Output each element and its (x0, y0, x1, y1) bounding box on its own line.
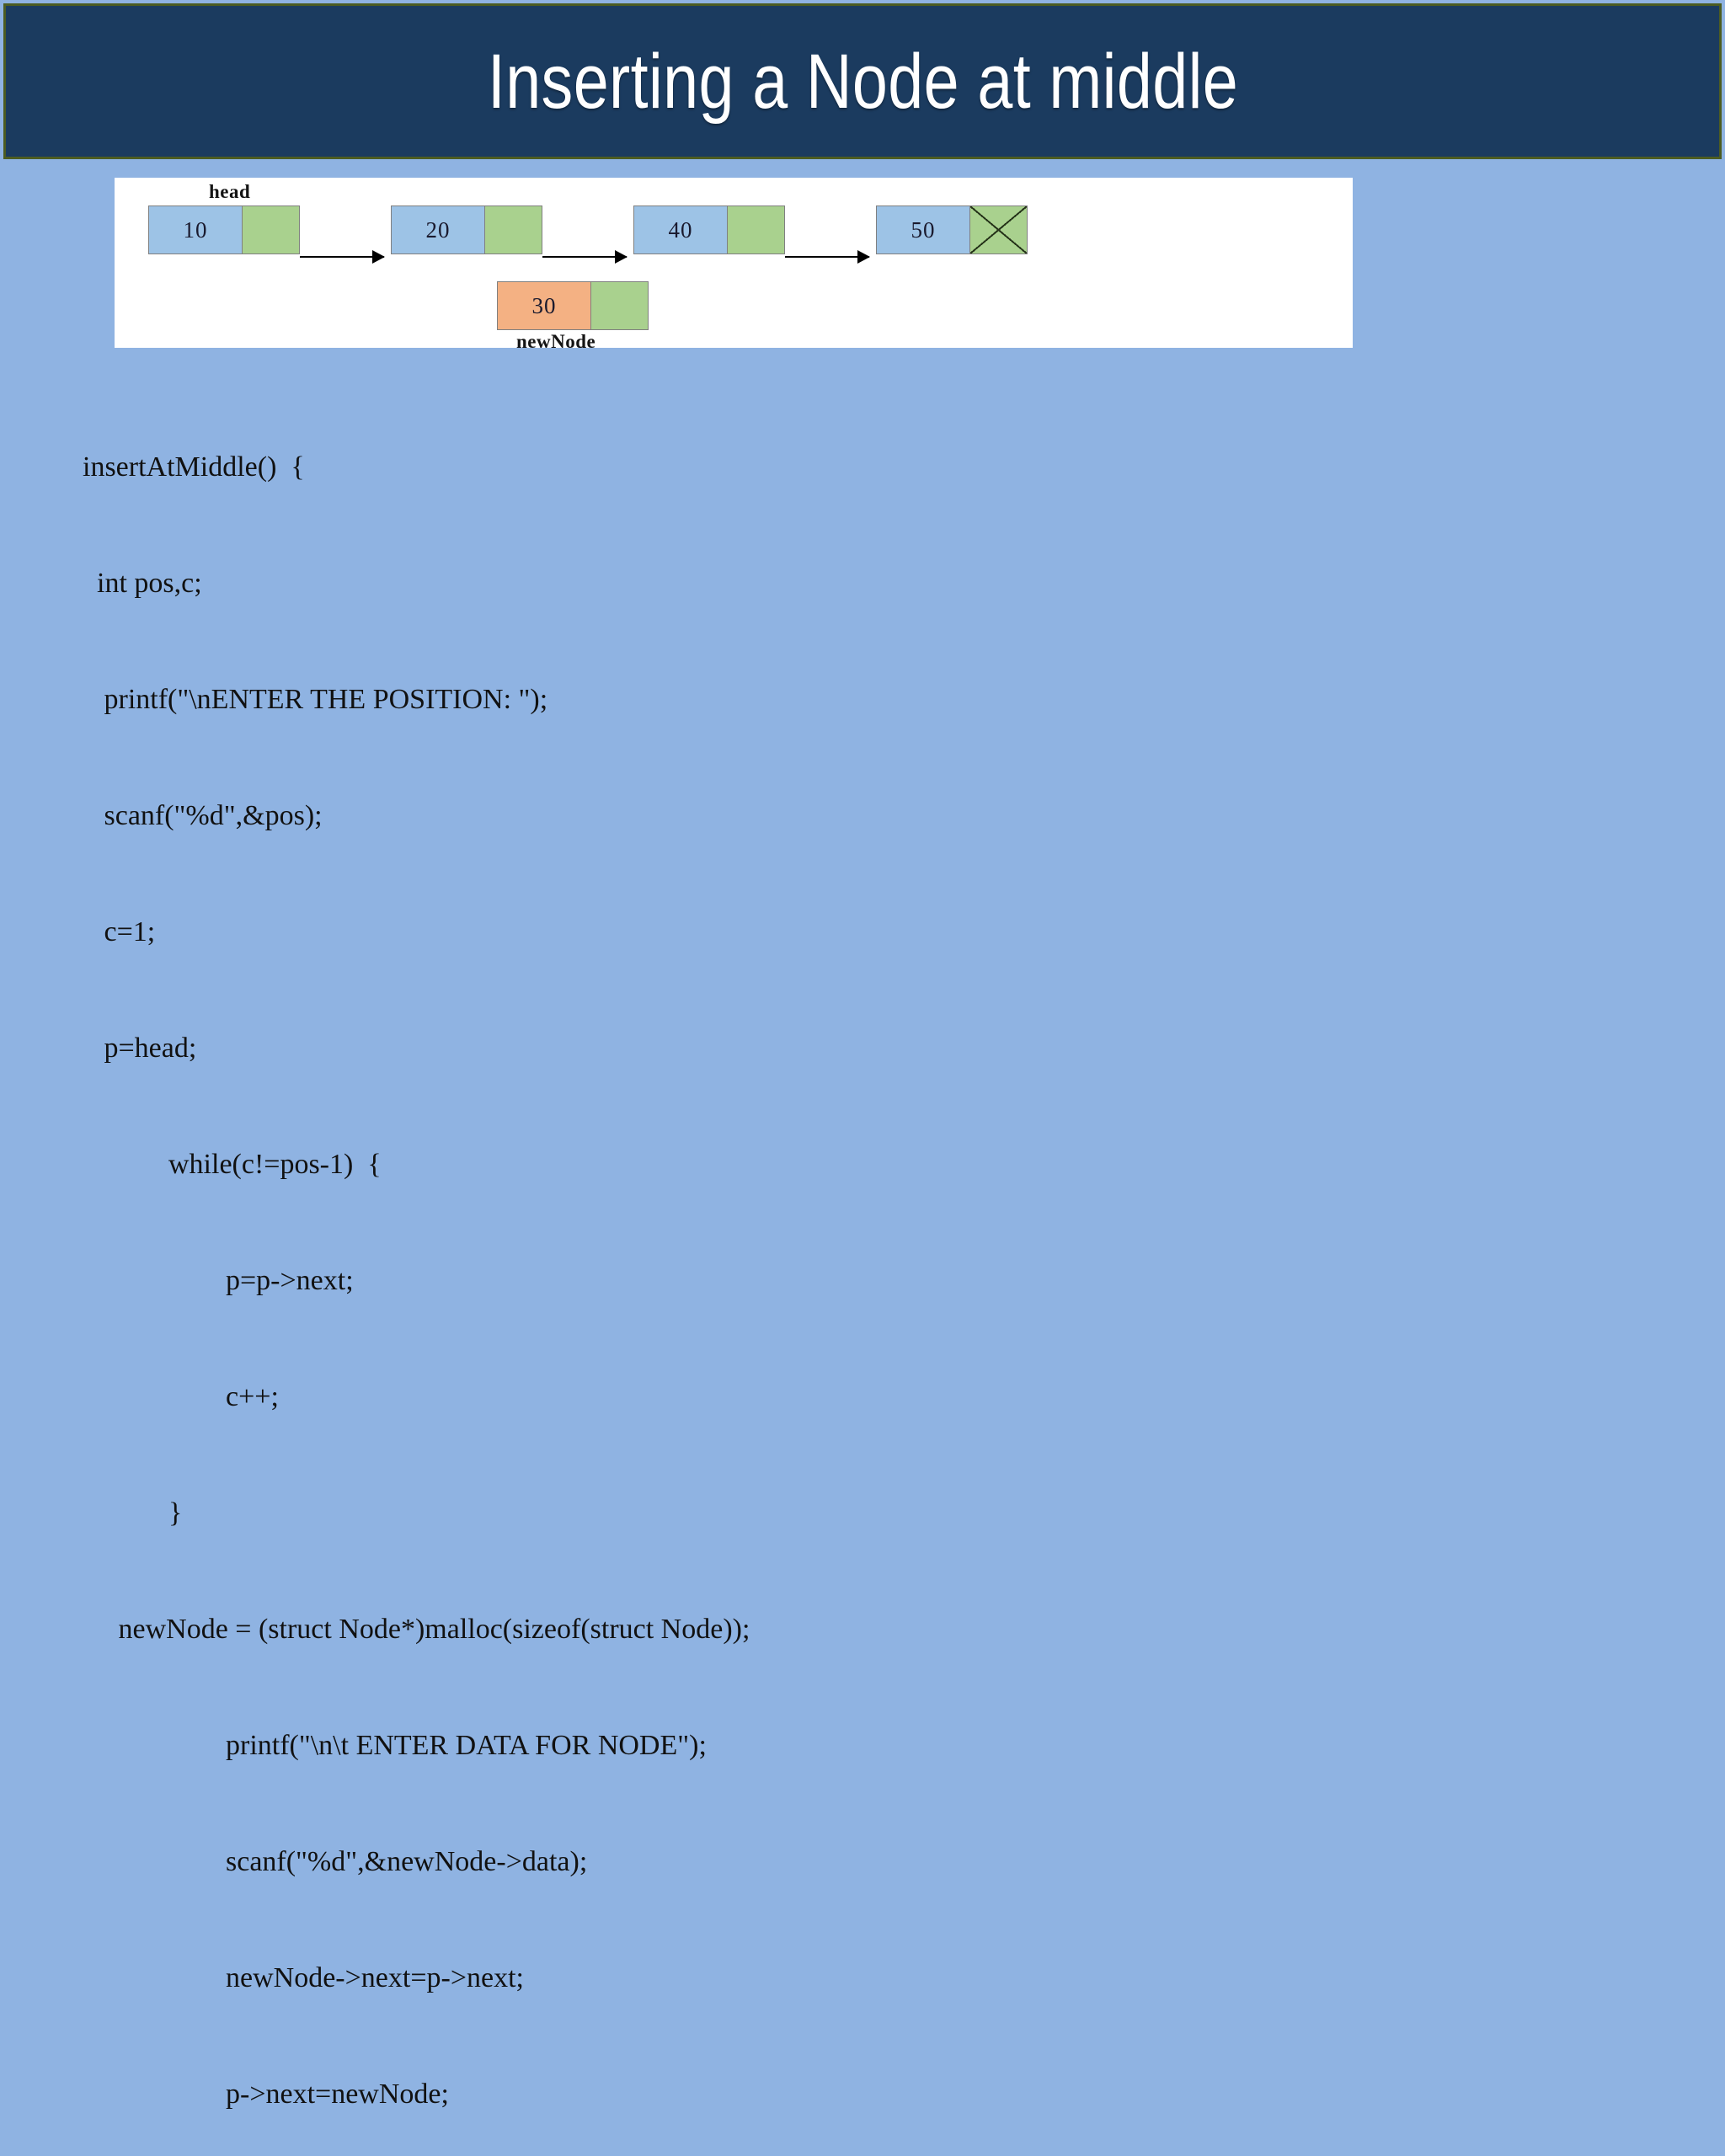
code-line: printf("\nENTER THE POSITION: "); (83, 684, 548, 715)
code-line: int pos,c; (83, 568, 202, 599)
code-line: scanf("%d",&newNode->data); (83, 1846, 588, 1877)
node-data-cell: 10 (148, 205, 243, 254)
code-line: } (83, 1497, 183, 1529)
list-node: 20 (391, 205, 542, 254)
code-line: newNode->next=p->next; (83, 1962, 524, 1993)
new-node-label: newNode (516, 331, 596, 352)
code-listing: insertAtMiddle() { int pos,c; printf("\n… (83, 371, 1346, 2156)
code-line: c++; (83, 1381, 279, 1412)
node-next-cell (728, 205, 785, 254)
list-node-tail: 50 (876, 205, 1028, 254)
code-line: p=head; (83, 1033, 197, 1064)
slide-root: Inserting a Node at middle head 10 20 40… (3, 3, 1722, 2110)
list-node: 10 (148, 205, 300, 254)
node-next-cell (485, 205, 542, 254)
page-title: Inserting a Node at middle (487, 38, 1238, 125)
node-data-cell: 50 (876, 205, 970, 254)
code-line: p=p->next; (83, 1265, 354, 1296)
node-null-pointer-icon (970, 205, 1028, 254)
new-node-data-cell: 30 (497, 281, 591, 330)
code-line: newNode = (struct Node*)malloc(sizeof(st… (83, 1614, 750, 1645)
code-line: c=1; (83, 916, 156, 947)
next-arrow (300, 250, 385, 264)
next-arrow (785, 250, 870, 264)
slide-title-bar: Inserting a Node at middle (3, 3, 1722, 159)
list-node: 40 (633, 205, 785, 254)
new-node-next-cell (591, 281, 649, 330)
linked-list-diagram: head 10 20 40 50 30 newNode (115, 178, 1353, 352)
head-label: head (209, 181, 251, 202)
code-line: p->next=newNode; (83, 2079, 449, 2110)
code-line: scanf("%d",&pos); (83, 800, 323, 831)
node-data-cell: 20 (391, 205, 485, 254)
node-data-cell: 40 (633, 205, 728, 254)
code-line: insertAtMiddle() { (83, 451, 305, 483)
next-arrow (542, 250, 628, 264)
code-line: printf("\n\t ENTER DATA FOR NODE"); (83, 1730, 707, 1761)
code-line: while(c!=pos-1) { (83, 1149, 382, 1180)
node-next-cell (243, 205, 300, 254)
new-node: 30 (497, 281, 649, 330)
